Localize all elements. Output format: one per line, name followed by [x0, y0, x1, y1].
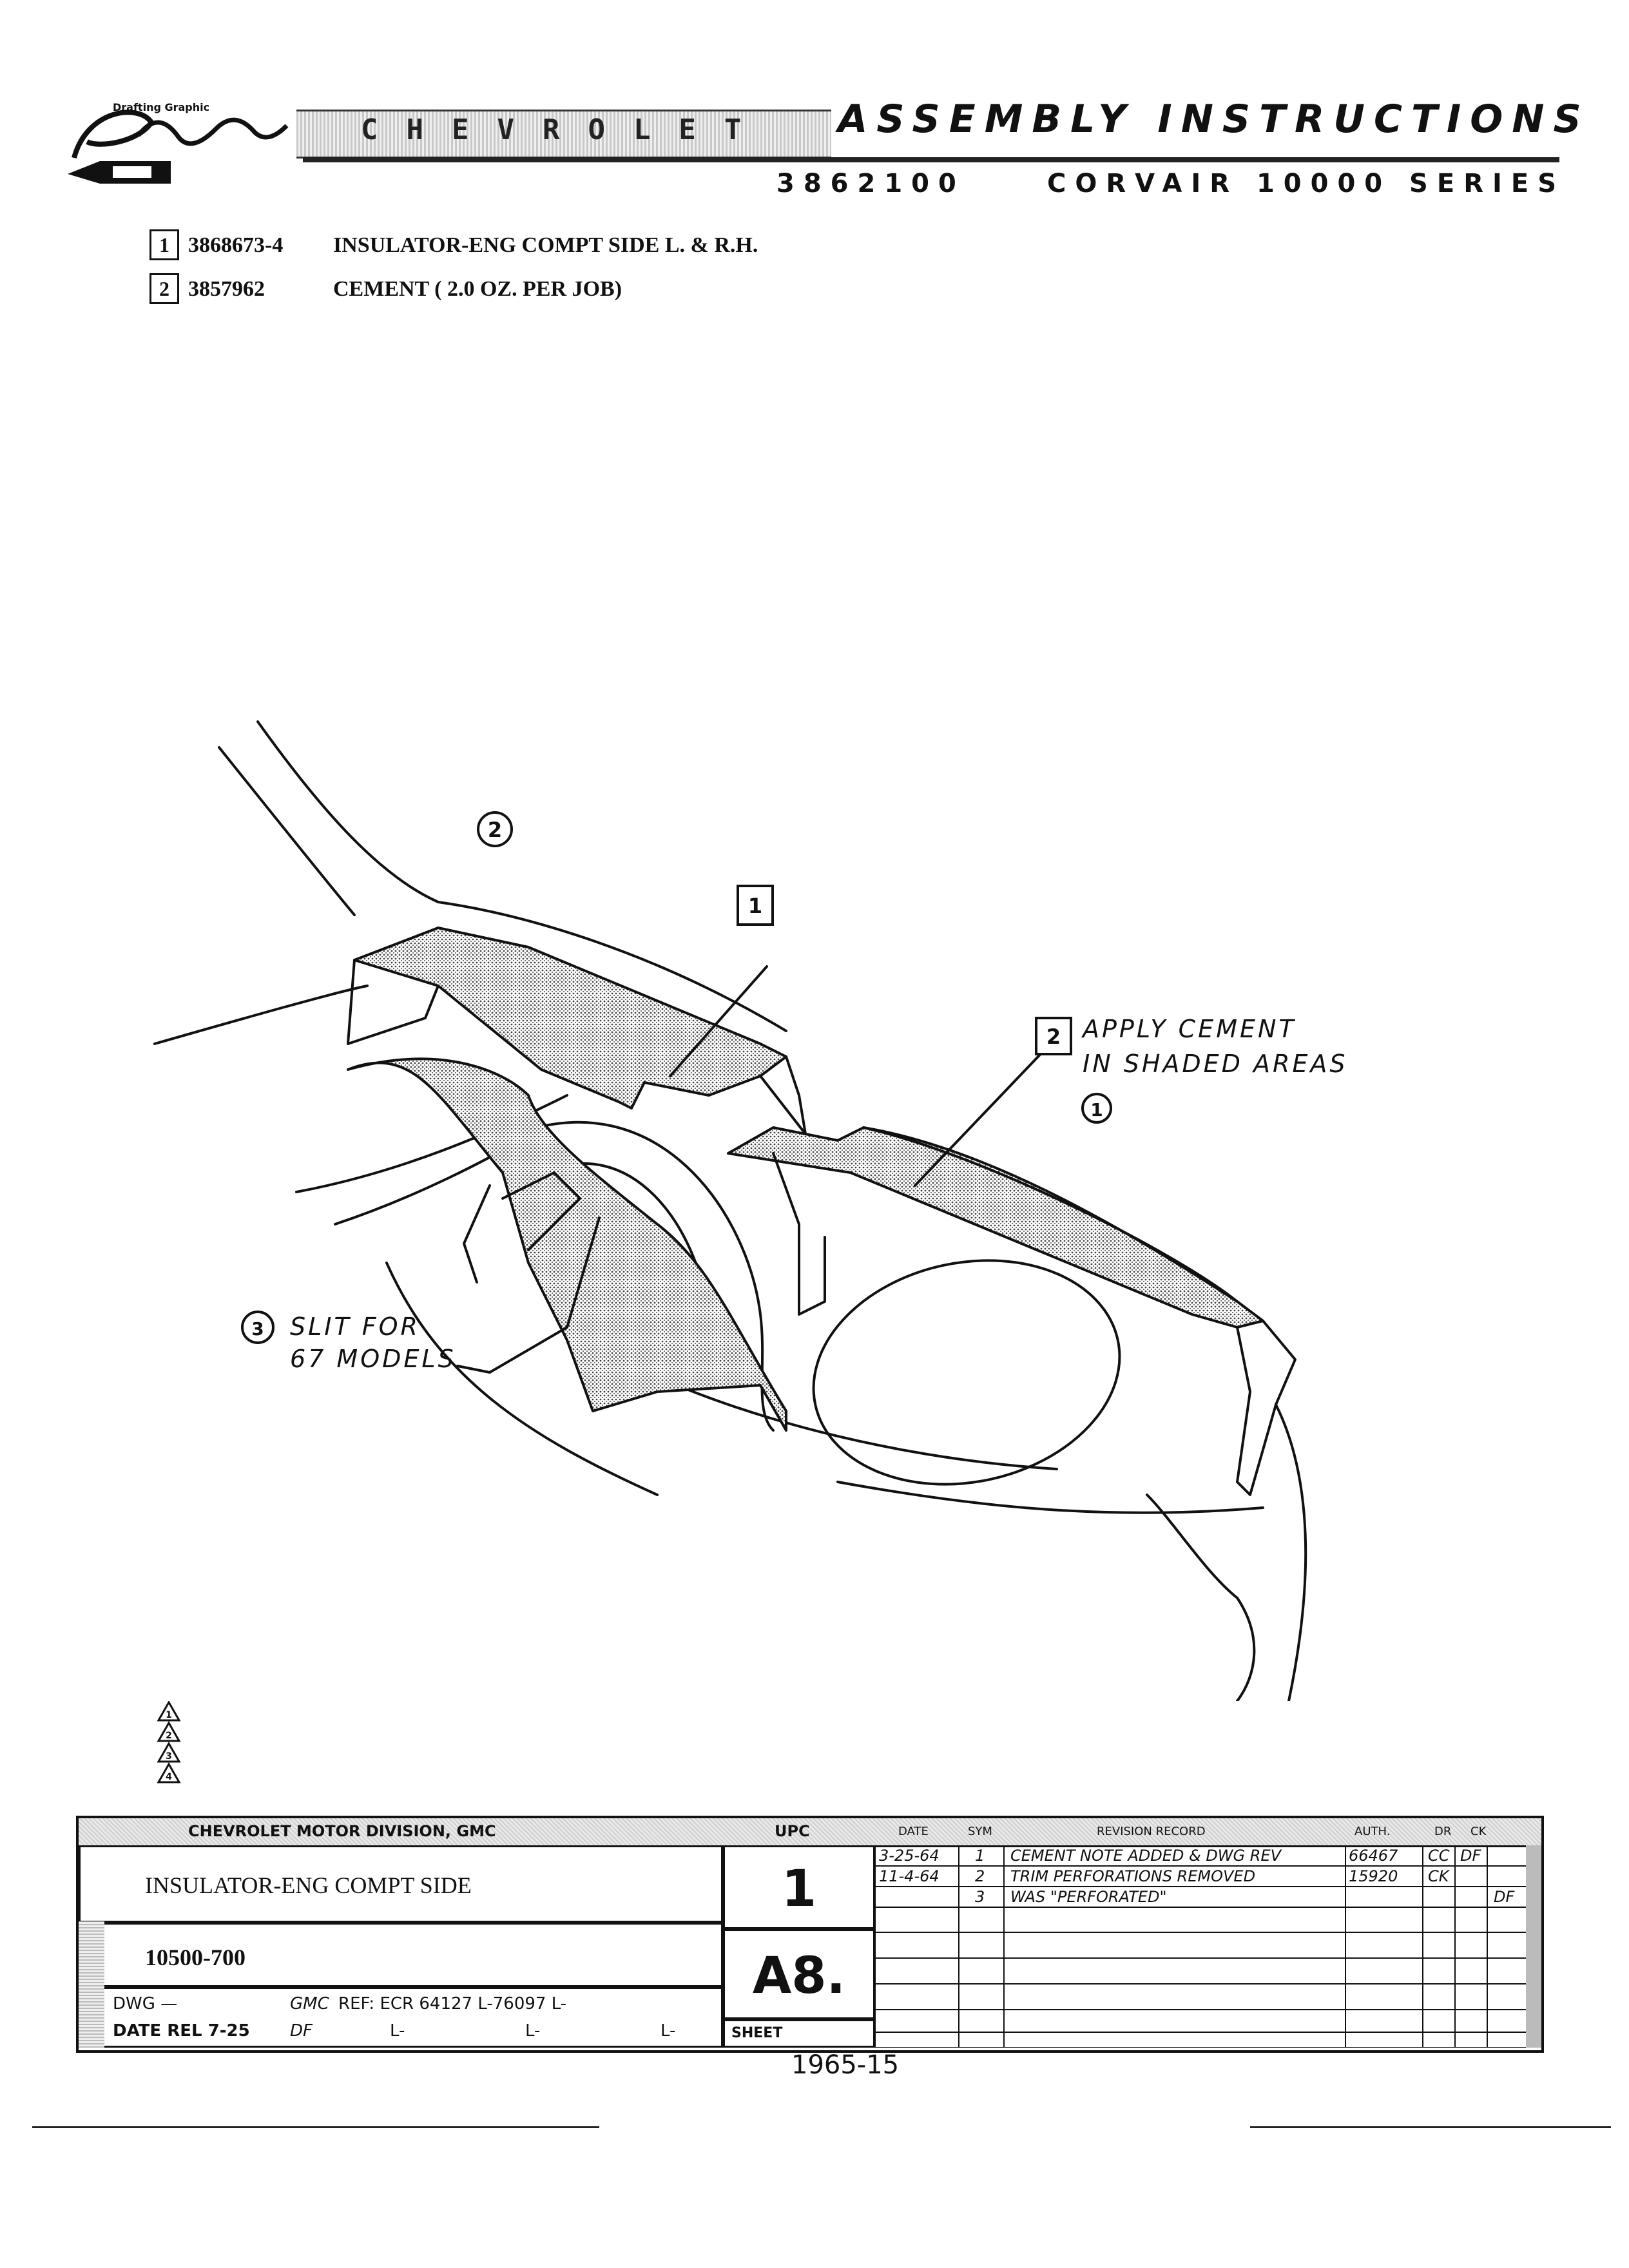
rev-record: CEMENT NOTE ADDED & DWG REV: [1010, 1847, 1282, 1865]
part-number: 3868673-4: [188, 233, 284, 257]
dr-col-label: DR: [1434, 1825, 1452, 1838]
ref-text: REF: ECR 64127 L-76097 L-: [338, 1994, 567, 2013]
sheet-cell: SHEET: [723, 2019, 875, 2048]
part-row-2: 2 3857962 CEMENT ( 2.0 OZ. PER JOB): [149, 273, 622, 304]
rev-auth: 66467: [1349, 1847, 1398, 1865]
part-index: 2: [149, 273, 179, 304]
rev-mark-2: 2: [166, 1731, 172, 1741]
ref-row2-a: L-: [390, 2021, 405, 2041]
upc-label: UPC: [775, 1822, 810, 1840]
revision-table: 3-25-64 1 CEMENT NOTE ADDED & DWG REV 66…: [874, 1845, 1542, 2048]
part-row-1: 1 3868673-4 INSULATOR-ENG COMPT SIDE L. & …: [149, 229, 758, 260]
rev-date: 3-25-64: [879, 1847, 940, 1865]
slit-note-line-2: 67 MODELS: [290, 1345, 456, 1373]
logo-small-text: Drafting Graphic: [113, 101, 209, 113]
part-number: 3857962: [188, 277, 265, 301]
rev-record: WAS "PERFORATED": [1010, 1888, 1167, 1906]
gmc-initials: GMC: [290, 1994, 329, 2013]
rev-mark-1: 1: [166, 1710, 172, 1720]
bottom-rule-left: [32, 2126, 599, 2128]
revision-record-label: REVISION RECORD: [1097, 1825, 1206, 1838]
rev-dr: CK: [1428, 1867, 1449, 1885]
date-col-label: DATE: [898, 1825, 929, 1838]
bottom-rule-right: [1250, 2126, 1611, 2128]
title-block: CHEVROLET MOTOR DIVISION, GMC UPC DATE S…: [76, 1816, 1544, 2053]
division-name: CHEVROLET MOTOR DIVISION, GMC: [188, 1822, 496, 1840]
callout-1-box: 1: [748, 894, 762, 918]
sym-col-label: SYM: [968, 1825, 992, 1838]
apply-note-line-2: IN SHADED AREAS: [1083, 1050, 1348, 1078]
drafting-graphic-logo: Drafting Graphic: [61, 97, 306, 193]
callout-2-top: 2: [488, 818, 502, 842]
revision-marks: 1 2 3 4: [156, 1700, 182, 1788]
apply-note-line-1: APPLY CEMENT: [1081, 1015, 1296, 1043]
ref-row2-b: L-: [525, 2021, 541, 2041]
df-initials: DF: [290, 2021, 313, 2041]
rev-dr: CC: [1428, 1847, 1450, 1865]
rev-auth: 15920: [1349, 1867, 1398, 1885]
page-reference: 1965-15: [791, 2050, 900, 2080]
callout-2-box: 2: [1046, 1024, 1061, 1049]
sheet-label: SHEET: [731, 2025, 783, 2041]
slit-note-line-1: SLIT FOR: [290, 1312, 420, 1341]
brand-name: CHEVROLET: [361, 113, 770, 146]
rev-ck: DF: [1494, 1888, 1515, 1906]
auth-col-label: AUTH.: [1354, 1825, 1391, 1838]
rev-record: TRIM PERFORATIONS REMOVED: [1010, 1867, 1256, 1885]
part-description: INSULATOR-ENG COMPT SIDE L. & R.H.: [333, 233, 758, 257]
rev-sym: 3: [975, 1888, 985, 1906]
title-block-header: CHEVROLET MOTOR DIVISION, GMC UPC DATE S…: [79, 1818, 1541, 1847]
rev-sym: 2: [975, 1867, 985, 1885]
side-shading: [79, 1921, 104, 2048]
part-index: 1: [149, 229, 179, 260]
rev-date: 11-4-64: [879, 1867, 940, 1885]
rev-mark-3: 3: [166, 1751, 172, 1762]
model-code-cell: 10500-700: [79, 1923, 723, 1987]
series-label: CORVAIR 10000 SERIES: [1047, 169, 1566, 198]
header-rule: [303, 157, 1559, 162]
dwg-label: DWG —: [113, 1994, 178, 2013]
dwg-info-cell: DWG — DATE REL 7-25 GMC DF REF: ECR 6412…: [79, 1987, 723, 2048]
rev-mark-4: 4: [166, 1772, 172, 1782]
group-value: A8.: [723, 1929, 875, 2019]
rev-ck: DF: [1460, 1847, 1481, 1865]
page-title: ASSEMBLY INSTRUCTIONS: [838, 97, 1590, 142]
slit-ref: 3: [251, 1318, 264, 1340]
upc-value: 1: [723, 1845, 875, 1929]
part-name: INSULATOR-ENG COMPT SIDE: [145, 1872, 472, 1898]
date-rel: DATE REL 7-25: [113, 2021, 250, 2041]
ck-col-label: CK: [1470, 1825, 1487, 1838]
brand-strip: [296, 110, 831, 159]
apply-note-ref: 1: [1090, 1099, 1103, 1120]
part-description: CEMENT ( 2.0 OZ. PER JOB): [333, 277, 622, 301]
model-code: 10500-700: [145, 1945, 246, 1970]
doc-number: 3862100: [776, 169, 965, 198]
ref-row2-c: L-: [660, 2021, 676, 2041]
rev-sym: 1: [975, 1847, 985, 1865]
part-name-cell: INSULATOR-ENG COMPT SIDE: [79, 1845, 723, 1923]
assembly-drawing: 2 1 2 1 3 APPLY CEMENT IN SHADED AREAS S…: [77, 683, 1405, 1702]
